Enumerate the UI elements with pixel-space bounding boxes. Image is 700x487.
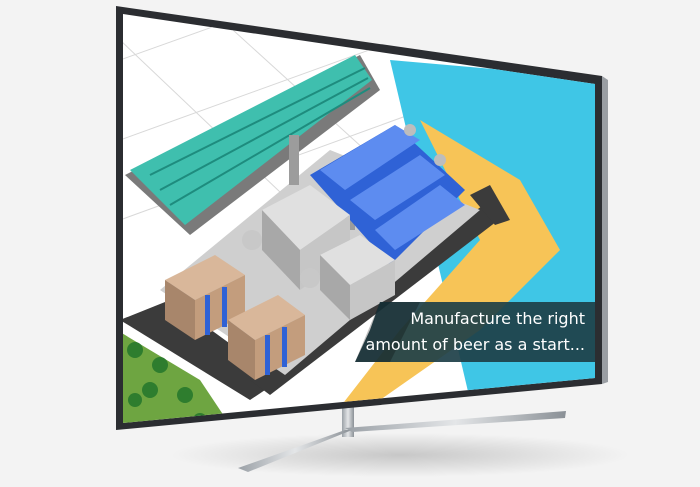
greenhouses <box>125 55 380 235</box>
caption-line-2: amount of beer as a start... <box>366 335 585 354</box>
caption-line-1: Manufacture the right <box>410 309 585 328</box>
game-screen <box>123 14 595 423</box>
grey-buildings <box>242 185 395 320</box>
caption-banner <box>355 302 595 362</box>
beach <box>330 120 560 420</box>
road <box>123 300 280 400</box>
blue-factory <box>310 124 465 265</box>
brewery-buildings <box>165 255 305 380</box>
tv-stand <box>170 392 630 477</box>
